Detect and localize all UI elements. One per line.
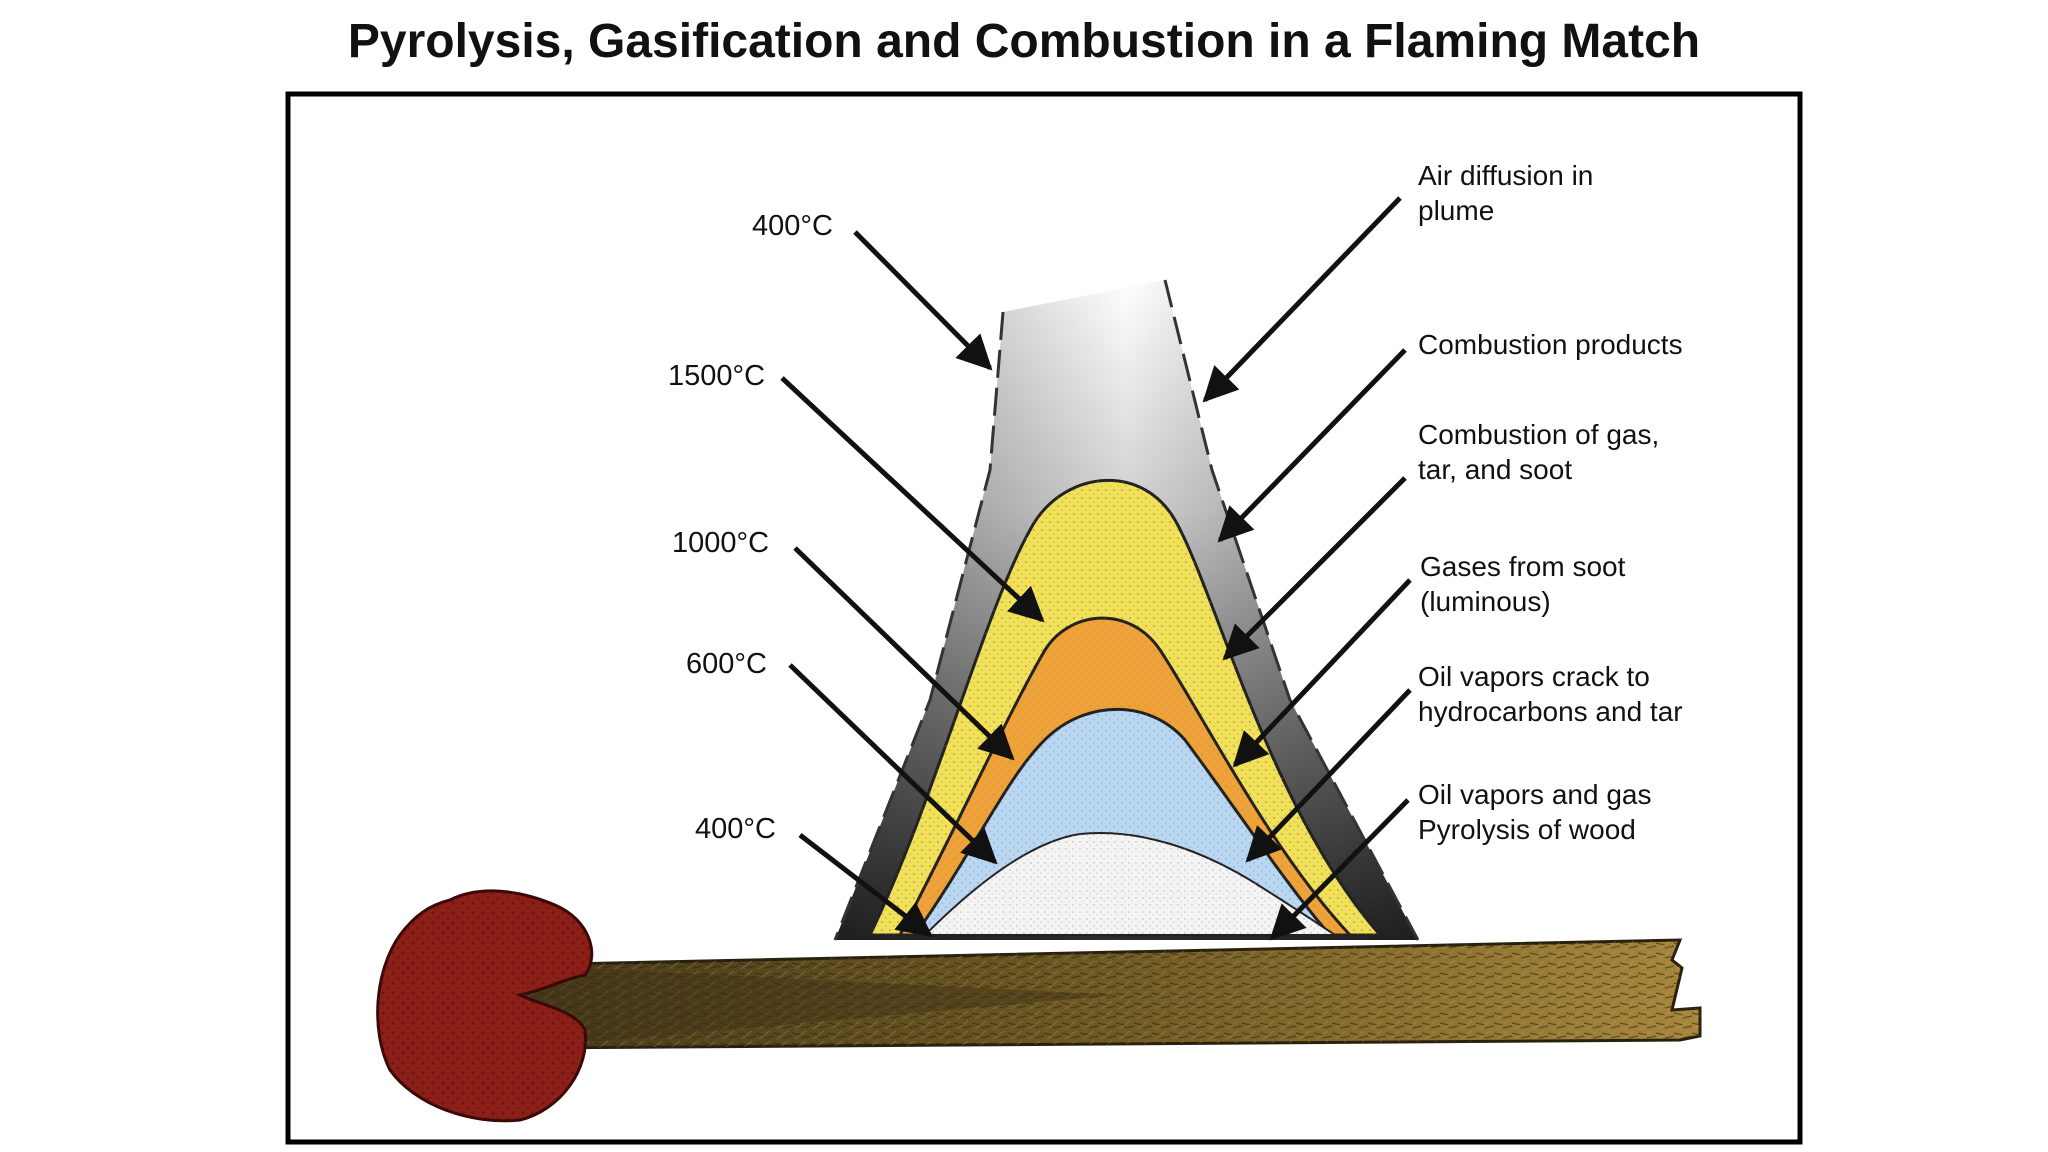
arrow-gases-soot xyxy=(1232,578,1412,768)
match-head xyxy=(376,889,594,1123)
label-oil-gas: Oil vapors and gas Pyrolysis of wood xyxy=(1418,779,1659,845)
arrow-oil-gas xyxy=(1269,798,1410,941)
arrow-air-diffusion xyxy=(1202,196,1402,403)
arrow-temp-cracking xyxy=(788,663,998,865)
label-gases-soot: Gases from soot (luminous) xyxy=(1420,551,1633,617)
pyrolysis-zone xyxy=(922,832,1339,936)
temp-label-soot: 1000°C xyxy=(672,527,769,559)
label-oil-crack: Oil vapors crack to hydrocarbons and tar xyxy=(1418,661,1683,727)
diagram-title: Pyrolysis, Gasification and Combustion i… xyxy=(347,15,1701,68)
temp-label-plume-edge: 400°C xyxy=(752,210,833,242)
label-combustion-products: Combustion products xyxy=(1418,329,1683,360)
temp-label-cracking: 600°C xyxy=(686,648,767,680)
plume-edge-left xyxy=(833,311,1005,941)
plume-edge-right xyxy=(1163,279,1420,941)
arrow-temp-combustion xyxy=(780,376,1045,623)
arrow-temp-soot xyxy=(793,546,1015,761)
arrow-combustion-gas xyxy=(1222,476,1407,661)
match-stick xyxy=(518,938,1702,1050)
temp-label-combustion: 1500°C xyxy=(668,360,765,392)
arrow-oil-crack xyxy=(1245,688,1412,863)
arrow-temp-plume-edge xyxy=(853,230,993,371)
arrow-combustion-products xyxy=(1217,348,1407,543)
label-combustion-gas: Combustion of gas, tar, and soot xyxy=(1418,419,1667,485)
arrow-temp-pyrolysis xyxy=(798,833,933,938)
label-air-diffusion: Air diffusion in plume xyxy=(1418,160,1601,226)
temp-label-pyrolysis: 400°C xyxy=(695,813,776,845)
